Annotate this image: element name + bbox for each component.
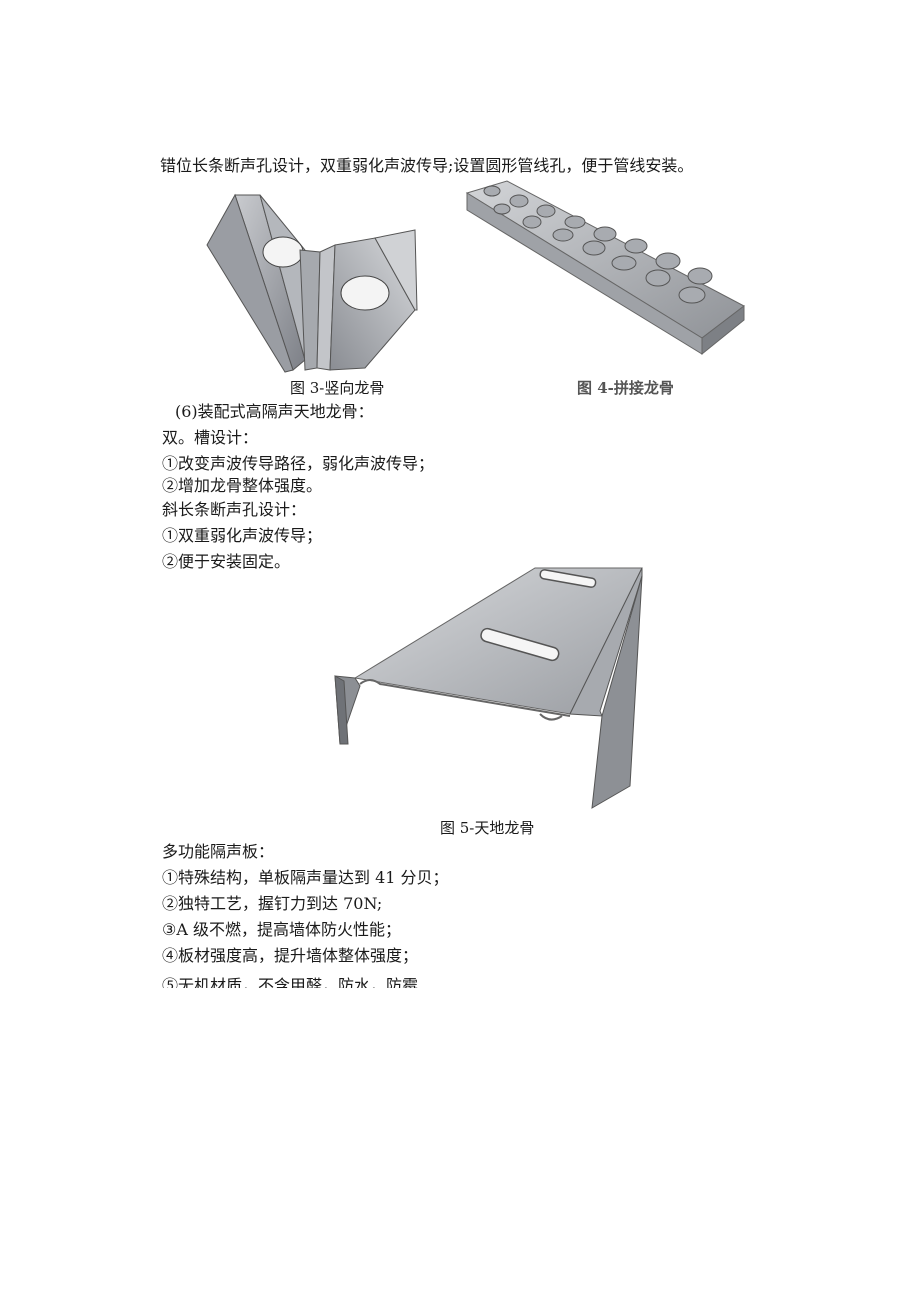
spliced-keel-image [465, 180, 745, 356]
intro-paragraph: 错位长条断声孔设计，双重弱化声波传导;设置圆形管线孔，便于管线安装。 [160, 156, 694, 175]
fig3-caption: 图 3-竖向龙骨 [290, 379, 385, 397]
list-item: ③A 级不燃，提高墙体防火性能； [162, 920, 401, 939]
list-item: ④板材强度高，提升墙体整体强度； [162, 946, 419, 965]
list-item: ①双重弱化声波传导； [162, 526, 323, 545]
fig5-caption: 图 5-天地龙骨 [440, 819, 535, 837]
list-item: ①特殊结构，单板隔声量达到 41 分贝； [162, 868, 449, 887]
fig4-caption: 图 4-拼接龙骨 [577, 379, 674, 397]
list-item: ①改变声波传导路径，弱化声波传导； [162, 454, 435, 473]
section6-heading: (6)装配式高隔声天地龙骨： [175, 402, 374, 421]
board-heading: 多功能隔声板： [162, 842, 275, 861]
list-item: ②便于安装固定。 [162, 552, 291, 571]
vertical-keel-image [206, 193, 418, 373]
double-groove-heading: 双。槽设计： [162, 428, 259, 447]
list-item: ②增加龙骨整体强度。 [162, 476, 323, 495]
top-bottom-keel-image [334, 567, 643, 809]
truncated-line: ⑤无机材质，不含甲醛，防水，防霉 [162, 976, 582, 988]
slot-heading: 斜长条断声孔设计： [162, 500, 307, 519]
list-item: ②独特工艺，握钉力到达 70N; [162, 894, 383, 913]
list-item: ⑤无机材质，不含甲醛，防水，防霉 [162, 976, 419, 988]
